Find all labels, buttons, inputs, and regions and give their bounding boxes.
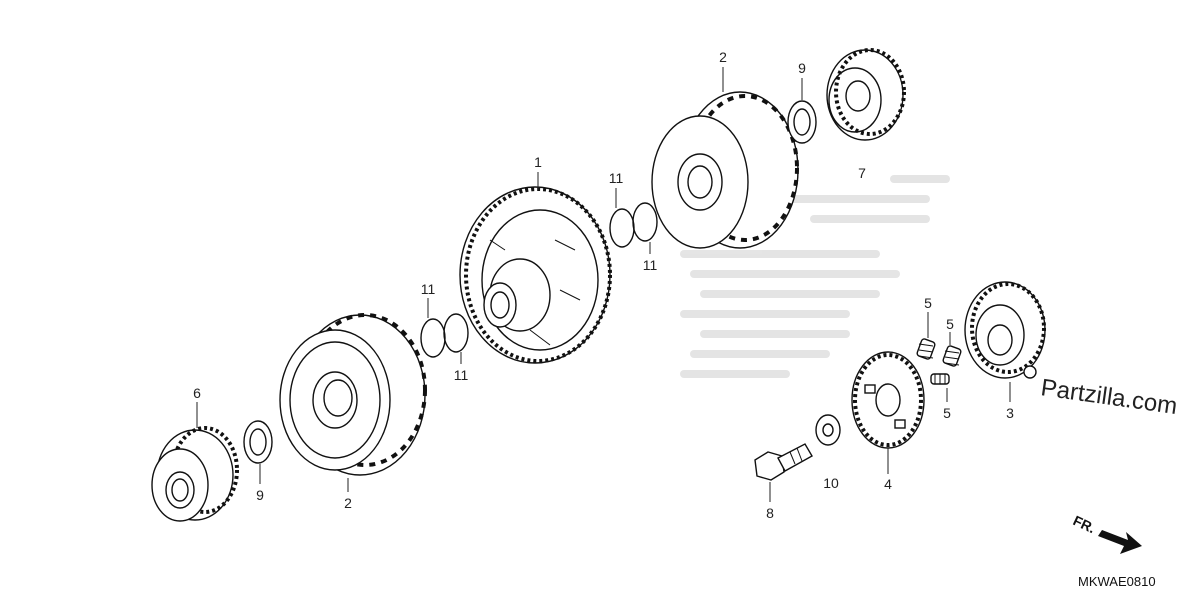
callout-part-11-d: 11 [643,257,658,273]
part-2-clutch-drum-top[interactable] [651,91,799,249]
callout-part-10: 10 [823,475,839,491]
part-5-spring-c[interactable] [930,373,950,385]
front-direction-indicator: FR. [1071,512,1142,554]
part-7-gear[interactable] [826,48,906,141]
callout-part-5-c: 5 [943,405,951,421]
part-1-primary-gear-hub[interactable] [459,186,612,364]
callout-part-11-c: 11 [609,170,624,186]
part-10-washer[interactable] [815,414,841,446]
diagram-code: MKWAE0810 [1078,574,1156,589]
leader-lines [196,67,1011,502]
callout-part-6: 6 [193,385,201,401]
part-3-gear-with-hub[interactable] [964,281,1046,379]
callout-part-2-top: 2 [719,49,727,65]
part-9-washer-bottom[interactable] [243,420,273,464]
callout-part-9-bottom: 9 [256,487,264,503]
callout-part-1: 1 [534,154,542,170]
part-9-washer-top[interactable] [787,100,817,144]
callout-part-4: 4 [884,476,892,492]
callout-part-3: 3 [1006,405,1014,421]
part-11-snap-ring-a[interactable] [420,318,446,358]
part-2-clutch-drum-bottom[interactable] [279,313,427,476]
callout-part-2-bottom: 2 [344,495,352,511]
callout-part-11-a: 11 [421,281,436,297]
part-11-snap-ring-d[interactable] [632,202,658,242]
callout-part-8: 8 [766,505,774,521]
part-11-snap-ring-c[interactable] [609,208,635,248]
background-ghost-pattern [680,175,950,378]
callout-part-9-top: 9 [798,60,806,76]
partzilla-watermark: Partzilla.com [1039,374,1179,420]
callout-part-11-b: 11 [454,367,469,383]
front-label: FR. [1071,512,1098,536]
part-4-gear-plate[interactable] [851,351,925,449]
part-8-bolt[interactable] [754,443,813,481]
part-5-spring-b[interactable] [942,345,962,367]
callout-part-7: 7 [858,165,866,181]
callout-part-5-a: 5 [924,295,932,311]
part-5-spring-a[interactable] [916,338,936,360]
part-11-snap-ring-b[interactable] [443,313,469,353]
callout-part-5-b: 5 [946,316,954,332]
front-arrow-icon [1098,530,1142,554]
part-6-small-gear[interactable] [151,426,239,522]
